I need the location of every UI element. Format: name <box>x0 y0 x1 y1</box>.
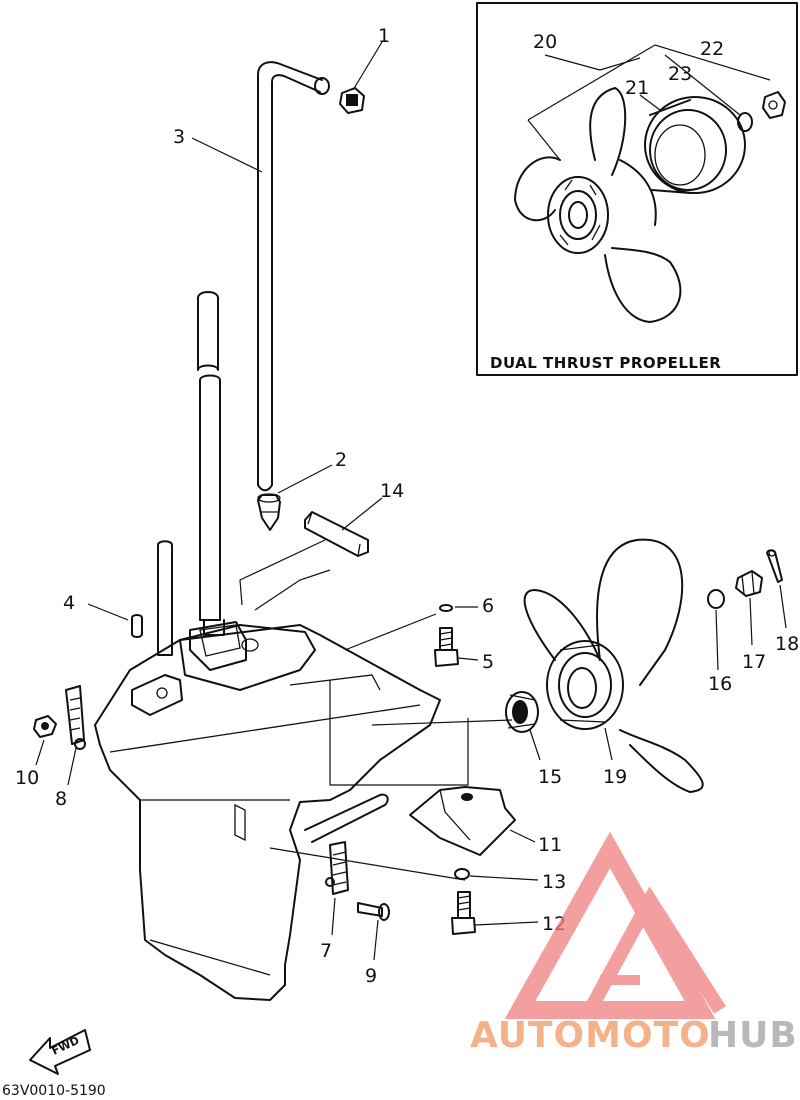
callout-8: 8 <box>55 788 67 810</box>
part-propeller-nut <box>735 570 763 597</box>
callout-7: 7 <box>320 940 332 962</box>
part-bolt-12 <box>451 891 476 935</box>
callout-2: 2 <box>335 449 347 471</box>
part-lower-unit-casing <box>94 621 441 1001</box>
callout-22: 22 <box>700 38 724 60</box>
part-grommet <box>339 87 365 114</box>
callout-23: 23 <box>668 63 692 85</box>
fwd-label: FWD <box>50 1034 82 1058</box>
part-bolt-5 <box>434 627 459 667</box>
callout-6: 6 <box>482 595 494 617</box>
fwd-arrow-icon: FWD <box>29 1029 91 1075</box>
watermark-logo-icon <box>504 831 726 1019</box>
callout-1: 1 <box>378 25 390 47</box>
part-washer-6 <box>439 604 453 612</box>
callout-19: 19 <box>603 766 627 788</box>
part-spacer <box>505 691 539 733</box>
callout-4: 4 <box>63 592 75 614</box>
callout-17: 17 <box>742 651 766 673</box>
part-trim-tab <box>65 685 86 750</box>
part-screw <box>357 902 390 921</box>
callout-11: 11 <box>538 834 562 856</box>
part-drive-shaft <box>197 291 225 636</box>
inset-frame <box>476 2 798 376</box>
callout-10: 10 <box>15 767 39 789</box>
part-washer-16 <box>707 589 725 609</box>
watermark: AUTOMOTO HUB <box>470 1015 798 1056</box>
part-propeller <box>523 538 704 793</box>
callout-21: 21 <box>625 77 649 99</box>
diagram-code: 63V0010-5190 <box>2 1083 106 1099</box>
part-tube-seal <box>257 493 281 531</box>
part-anode <box>409 786 516 856</box>
part-rubber-seal <box>304 511 369 557</box>
part-water-tube <box>257 61 330 492</box>
callout-13: 13 <box>542 871 566 893</box>
part-nut <box>33 715 57 738</box>
watermark-text-part2: HUB <box>708 1015 798 1056</box>
part-lower-anode <box>325 841 349 895</box>
inset-nut <box>762 91 786 119</box>
callout-9: 9 <box>365 965 377 987</box>
callout-14: 14 <box>380 480 404 502</box>
inset-thrust-hub <box>644 96 746 194</box>
callout-5: 5 <box>482 651 494 673</box>
callout-15: 15 <box>538 766 562 788</box>
dual-thrust-propeller-inset: 20 22 23 21 DUAL THRUST PROPELLER <box>476 2 798 376</box>
inset-title: DUAL THRUST PROPELLER <box>490 354 721 372</box>
callout-20: 20 <box>533 31 557 53</box>
part-cotter-pin <box>766 549 783 583</box>
part-dowel-pin <box>131 614 143 638</box>
callout-16: 16 <box>708 673 732 695</box>
inset-propeller <box>514 87 682 323</box>
callout-18: 18 <box>775 633 799 655</box>
watermark-text-part1: AUTOMOTO <box>470 1015 711 1056</box>
inset-washer <box>737 112 753 132</box>
part-shift-rod <box>157 540 173 656</box>
callout-3: 3 <box>173 126 185 148</box>
part-washer-13 <box>454 868 470 880</box>
